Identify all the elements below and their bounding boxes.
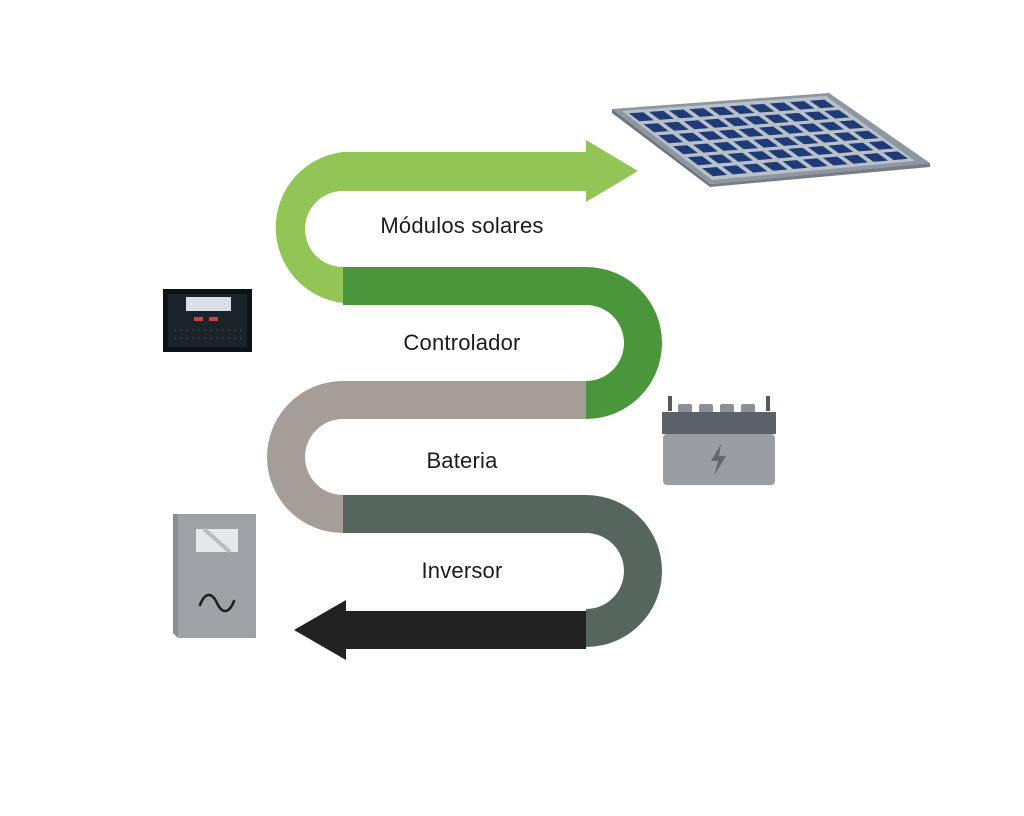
battery-icon xyxy=(662,396,776,485)
solar-cell xyxy=(713,141,739,151)
label-controlador: Controlador xyxy=(403,330,520,355)
solar-cell xyxy=(722,165,748,175)
inverter-icon xyxy=(173,514,256,638)
stage-band-inversor xyxy=(343,495,662,647)
label-bateria: Bateria xyxy=(426,448,498,473)
solar-cell xyxy=(727,152,753,162)
solar-cell xyxy=(663,121,689,131)
solar-cell xyxy=(883,151,909,161)
solar-cell xyxy=(672,145,698,155)
solar-cell xyxy=(703,118,729,128)
solar-cell xyxy=(758,126,784,136)
solar-cell xyxy=(863,153,888,162)
label-modulos-solares: Módulos solares xyxy=(380,213,543,238)
solar-cell xyxy=(769,102,795,112)
solar-panel-cells xyxy=(628,99,909,177)
solar-cell xyxy=(804,111,830,121)
solar-cell xyxy=(773,137,799,146)
solar-cell xyxy=(678,132,704,142)
charge-controller-icon xyxy=(163,289,252,352)
stage-band-modulos-solares xyxy=(275,140,638,303)
solar-cell xyxy=(808,146,834,155)
lightning-bolt-icon xyxy=(711,444,726,476)
output-arrow-shaft xyxy=(343,611,586,649)
solar-cell xyxy=(789,101,815,110)
solar-cell xyxy=(669,109,695,119)
solar-cell xyxy=(687,156,713,166)
solar-cell xyxy=(767,149,793,159)
band-2-path xyxy=(343,267,662,419)
solar-cell xyxy=(798,123,824,133)
solar-cell xyxy=(778,125,804,134)
solar-cell xyxy=(707,154,733,164)
solar-cell xyxy=(833,132,859,141)
band-1-path xyxy=(275,152,590,303)
solar-cell xyxy=(802,158,828,168)
solar-cell xyxy=(762,161,788,171)
label-inversor: Inversor xyxy=(421,558,502,583)
solar-panel-icon xyxy=(612,93,930,187)
solar-cell xyxy=(723,117,749,127)
solar-cell xyxy=(749,103,775,113)
solar-cell xyxy=(788,147,814,157)
band-4-path xyxy=(343,495,662,647)
solar-cell xyxy=(853,130,879,140)
solar-cell xyxy=(738,128,764,137)
solar-cell xyxy=(744,115,770,125)
solar-cell xyxy=(718,129,744,139)
solar-cell xyxy=(813,133,839,143)
solar-cell xyxy=(747,151,773,160)
solar-cell xyxy=(868,141,894,150)
solar-cell xyxy=(753,138,779,148)
solar-cell xyxy=(742,163,768,173)
solar-cell xyxy=(764,114,790,124)
output-arrow-head xyxy=(294,600,346,660)
solar-cell xyxy=(709,106,735,116)
solar-cell xyxy=(842,154,868,164)
solar-cell xyxy=(698,131,724,141)
solar-cell xyxy=(822,156,848,166)
solar-cell xyxy=(784,112,810,122)
solar-cell xyxy=(828,144,854,154)
solar-cell xyxy=(839,120,865,129)
band-1-arrowhead xyxy=(586,140,638,202)
stage-band-controlador xyxy=(343,267,662,419)
solar-cell xyxy=(658,134,684,144)
solar-cell xyxy=(643,123,669,133)
solar-cell xyxy=(793,135,819,145)
solar-cell xyxy=(848,142,874,152)
stage-band-bateria xyxy=(267,381,586,533)
solar-cell xyxy=(819,121,844,131)
sine-wave-icon xyxy=(198,593,236,613)
solar-cell xyxy=(628,112,654,122)
solar-cell xyxy=(693,143,718,153)
solar-cell xyxy=(649,110,674,120)
solar-cell xyxy=(782,160,808,169)
solar-cell xyxy=(729,105,755,114)
solar-cell xyxy=(689,108,715,117)
solar-cell xyxy=(702,167,728,177)
solar-cell xyxy=(683,120,709,130)
solar-cell xyxy=(733,140,759,150)
band-3-path xyxy=(267,381,586,533)
solar-cell xyxy=(824,110,850,119)
solar-cell xyxy=(809,99,835,109)
output-arrow xyxy=(294,600,586,660)
